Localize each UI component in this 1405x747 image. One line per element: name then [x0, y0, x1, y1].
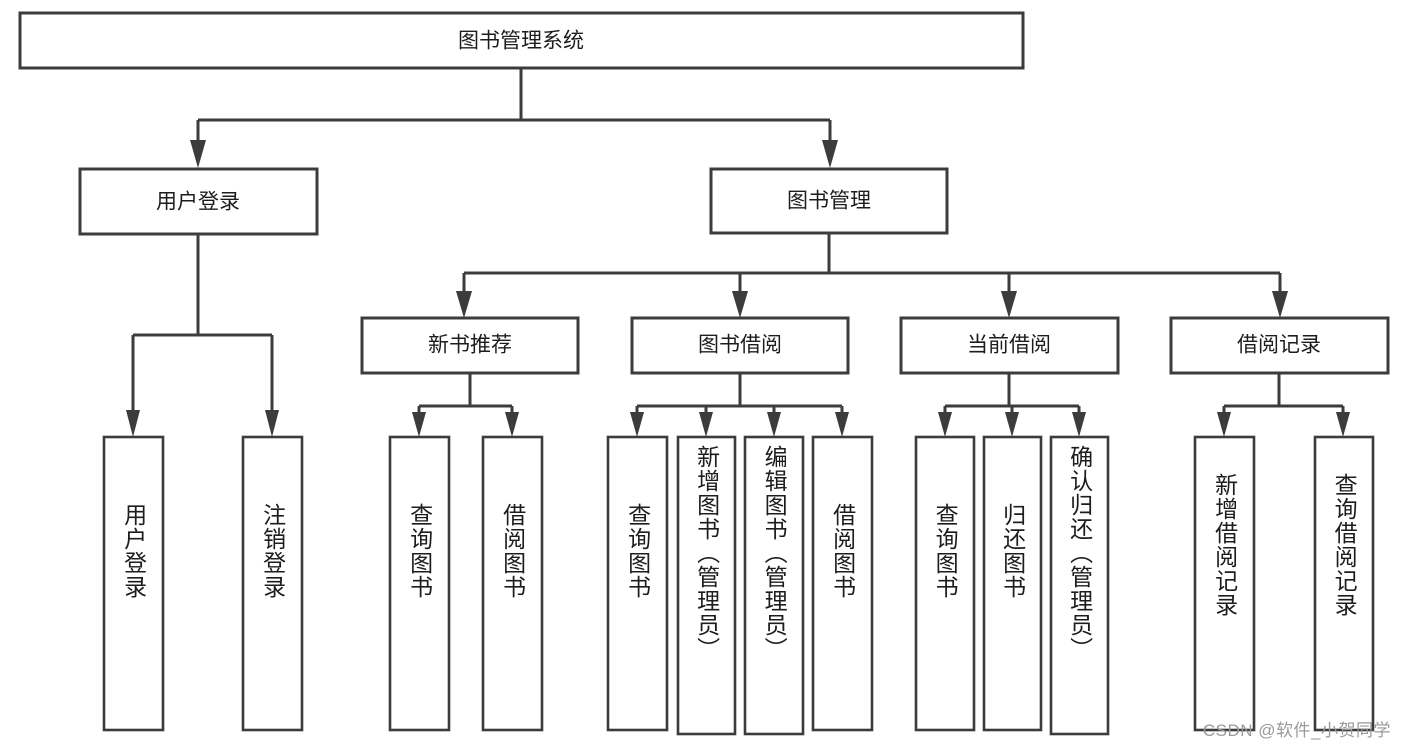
node-leaf-borrow-book-2-box[interactable]: [811, 435, 874, 732]
node-root-system-label: 图书管理系统: [458, 30, 584, 53]
node-leaf-add-record-box[interactable]: [1193, 435, 1256, 732]
connector-borrow-record-to-leaves: [1217, 373, 1350, 437]
node-root-system[interactable]: 图书管理系统: [18, 11, 1025, 70]
node-book-borrow-label: 图书借阅: [698, 334, 782, 357]
node-current-borrow[interactable]: 当前借阅: [899, 316, 1120, 375]
node-borrow-record[interactable]: 借阅记录: [1169, 316, 1390, 375]
node-leaf-confirm-return-box[interactable]: [1049, 435, 1110, 736]
connector-user-login-to-leaves: [126, 234, 279, 437]
node-book-management[interactable]: 图书管理: [709, 167, 949, 235]
node-root-system-box: [18, 11, 1025, 70]
node-leaf-edit-book-box[interactable]: [743, 435, 805, 736]
arrow-head-icon: [630, 412, 644, 437]
node-leaf-add-book-box[interactable]: [676, 435, 737, 736]
node-leaf-query-book-3-box[interactable]: [914, 435, 976, 732]
arrow-head-icon: [767, 412, 781, 437]
arrow-head-icon: [1001, 291, 1017, 318]
node-new-book-recommend-label: 新书推荐: [428, 334, 512, 357]
node-new-book-recommend-box: [360, 316, 580, 375]
node-book-borrow[interactable]: 图书借阅: [630, 316, 850, 375]
arrow-head-icon: [1336, 412, 1350, 437]
arrow-head-icon: [456, 291, 472, 318]
node-leaf-borrow-book-1-box[interactable]: [481, 435, 544, 732]
arrow-head-icon: [699, 412, 713, 437]
arrow-head-icon: [835, 412, 849, 437]
arrow-head-icon: [732, 291, 748, 318]
arrow-head-icon: [822, 140, 838, 168]
node-leaf-logout-login-box[interactable]: [241, 435, 304, 732]
node-borrow-record-label: 借阅记录: [1237, 334, 1321, 357]
node-leaf-query-record-box[interactable]: [1313, 435, 1375, 732]
node-leaf-user-login-box[interactable]: [102, 435, 165, 732]
node-leaf-query-book-1-box[interactable]: [388, 435, 451, 732]
arrow-head-icon: [265, 410, 279, 437]
node-user-login-label: 用户登录: [156, 191, 240, 214]
arrow-head-icon: [126, 410, 140, 437]
connector-book-management-to-level2: [456, 233, 1288, 318]
node-leaf-return-book-box[interactable]: [982, 435, 1043, 732]
connector-new-book-recommend-to-leaves: [412, 373, 519, 437]
node-user-login[interactable]: 用户登录: [78, 167, 319, 236]
arrow-head-icon: [938, 412, 952, 437]
node-leaf-query-book-2-box[interactable]: [606, 435, 669, 732]
arrow-head-icon: [1217, 412, 1231, 437]
arrow-head-icon: [505, 412, 519, 437]
arrow-head-icon: [190, 140, 206, 168]
arrow-head-icon: [1072, 412, 1086, 437]
arrow-head-icon: [1272, 291, 1288, 318]
node-book-management-label: 图书管理: [787, 190, 871, 213]
node-user-login-box: [78, 167, 319, 236]
connector-root-to-level1: [190, 68, 838, 168]
connector-current-borrow-to-leaves: [938, 373, 1086, 437]
watermark-text: CSDN @软件_小贺同学: [1202, 721, 1391, 740]
node-current-borrow-box: [899, 316, 1120, 375]
node-new-book-recommend[interactable]: 新书推荐: [360, 316, 580, 375]
node-current-borrow-label: 当前借阅: [967, 334, 1051, 357]
arrow-head-icon: [412, 412, 426, 437]
arrow-head-icon: [1005, 412, 1019, 437]
connector-book-borrow-to-leaves: [630, 373, 849, 437]
